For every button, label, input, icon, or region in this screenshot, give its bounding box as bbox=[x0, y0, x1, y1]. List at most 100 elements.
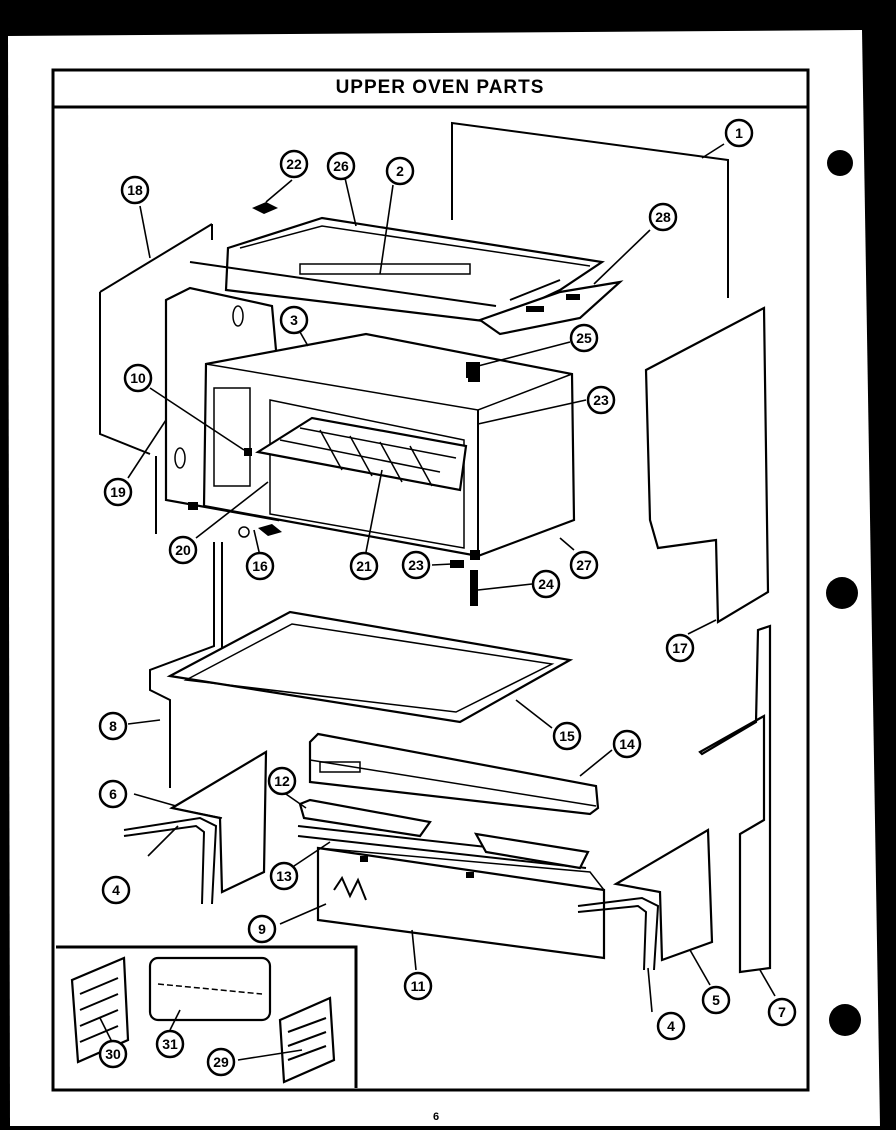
callout-18-label: 18 bbox=[127, 182, 143, 198]
part-back-panel bbox=[451, 121, 729, 298]
binder-hole-top bbox=[827, 150, 853, 176]
callout-8-label: 8 bbox=[109, 718, 117, 734]
accessories-inset-box bbox=[56, 945, 358, 1088]
part-oven-rack bbox=[255, 416, 468, 492]
callout-7: 7 bbox=[767, 997, 797, 1027]
page-number: 6 bbox=[433, 1111, 439, 1123]
callout-26-label: 26 bbox=[333, 158, 349, 174]
callout-23a-label: 23 bbox=[593, 392, 609, 408]
diagram-title: UPPER OVEN PARTS bbox=[336, 77, 545, 98]
part-right-bottom-panel-5 bbox=[612, 828, 714, 962]
callout-13-label: 13 bbox=[276, 868, 292, 884]
callout-13: 13 bbox=[269, 861, 299, 891]
callout-25: 25 bbox=[569, 323, 599, 353]
callout-11-label: 11 bbox=[411, 978, 426, 994]
part-left-bottom-panel-6 bbox=[169, 750, 268, 894]
callout-19-label: 19 bbox=[110, 484, 126, 500]
callout-1: 1 bbox=[724, 118, 754, 148]
callout-9: 9 bbox=[247, 914, 277, 944]
callout-23b: 23 bbox=[401, 550, 431, 580]
part-left-trim-8 bbox=[149, 542, 215, 788]
part-clip-22 bbox=[252, 202, 278, 214]
callout-23a: 23 bbox=[586, 385, 616, 415]
callout-3: 3 bbox=[279, 305, 309, 335]
part-right-trim-7 bbox=[698, 624, 772, 974]
callout-24: 24 bbox=[531, 569, 561, 599]
part-clip-23-lower bbox=[450, 560, 464, 568]
callout-4a: 4 bbox=[101, 875, 131, 905]
part-hinge-25 bbox=[468, 362, 480, 382]
part-front-frame-14 bbox=[308, 732, 600, 816]
callout-12-label: 12 bbox=[274, 773, 290, 789]
callout-31: 31 bbox=[155, 1029, 185, 1059]
callout-15: 15 bbox=[552, 721, 582, 751]
callout-23b-label: 23 bbox=[408, 557, 424, 573]
part-bracket-16 bbox=[258, 524, 282, 536]
callout-31-label: 31 bbox=[162, 1036, 178, 1052]
callout-10-label: 10 bbox=[130, 370, 146, 386]
callout-17: 17 bbox=[665, 633, 695, 663]
callout-11: 11 bbox=[403, 971, 433, 1001]
callout-15-label: 15 bbox=[559, 728, 575, 744]
part-right-angle-4 bbox=[577, 896, 660, 971]
part-side-rack-29 bbox=[278, 996, 336, 1084]
part-side-rack-30 bbox=[70, 956, 130, 1064]
callout-28: 28 bbox=[648, 202, 678, 232]
callout-17-label: 17 bbox=[672, 640, 688, 656]
part-top-flange bbox=[477, 280, 624, 336]
callout-21: 21 bbox=[349, 551, 379, 581]
callout-6: 6 bbox=[98, 779, 128, 809]
callout-25-label: 25 bbox=[576, 330, 592, 346]
callout-22-label: 22 bbox=[286, 156, 302, 172]
callout-24-label: 24 bbox=[538, 576, 554, 592]
callout-5: 5 bbox=[701, 985, 731, 1015]
callout-27: 27 bbox=[569, 550, 599, 580]
callout-28-label: 28 bbox=[655, 209, 671, 225]
callout-2: 2 bbox=[385, 156, 415, 186]
callout-5-label: 5 bbox=[712, 992, 720, 1008]
callout-bubbles: 1 2 3 4 4 5 6 7 8 9 10 11 12 13 14 15 16… bbox=[98, 118, 797, 1077]
callout-22: 22 bbox=[279, 149, 309, 179]
part-oven-bottom bbox=[166, 610, 574, 724]
callout-29-label: 29 bbox=[213, 1054, 229, 1070]
callout-7-label: 7 bbox=[778, 1004, 786, 1020]
part-top-panel bbox=[189, 216, 605, 324]
binder-hole-bottom bbox=[829, 1004, 861, 1036]
part-element-12 bbox=[297, 798, 590, 870]
callout-4b-label: 4 bbox=[667, 1018, 675, 1034]
callout-10: 10 bbox=[123, 363, 153, 393]
callout-9-label: 9 bbox=[258, 921, 266, 937]
callout-3-label: 3 bbox=[290, 312, 298, 328]
callout-4a-label: 4 bbox=[112, 882, 120, 898]
leader-lines bbox=[99, 143, 776, 1061]
callout-20-label: 20 bbox=[175, 542, 191, 558]
callout-21-label: 21 bbox=[356, 558, 372, 574]
callout-20: 20 bbox=[168, 535, 198, 565]
callout-14-label: 14 bbox=[619, 736, 635, 752]
callout-26: 26 bbox=[326, 151, 356, 181]
callout-30-label: 30 bbox=[105, 1046, 121, 1062]
callout-19: 19 bbox=[103, 477, 133, 507]
callout-16: 16 bbox=[245, 551, 275, 581]
part-panel-31 bbox=[148, 956, 272, 1022]
part-left-angle-4 bbox=[123, 816, 218, 905]
callout-18: 18 bbox=[120, 175, 150, 205]
part-right-side-panel bbox=[644, 306, 770, 624]
callout-4b: 4 bbox=[656, 1011, 686, 1041]
callout-16-label: 16 bbox=[252, 558, 268, 574]
diagram-frame bbox=[51, 68, 810, 1092]
callout-1-label: 1 bbox=[735, 125, 743, 141]
binder-hole-middle bbox=[826, 577, 858, 609]
callout-8: 8 bbox=[98, 711, 128, 741]
part-front-kick-11 bbox=[316, 846, 606, 960]
callout-2-label: 2 bbox=[396, 163, 404, 179]
callout-6-label: 6 bbox=[109, 786, 117, 802]
callout-30: 30 bbox=[98, 1039, 128, 1069]
callout-27-label: 27 bbox=[576, 557, 592, 573]
callout-29: 29 bbox=[206, 1047, 236, 1077]
callout-12: 12 bbox=[267, 766, 297, 796]
part-hinge-24 bbox=[470, 570, 478, 606]
part-bolt-16 bbox=[238, 526, 250, 538]
